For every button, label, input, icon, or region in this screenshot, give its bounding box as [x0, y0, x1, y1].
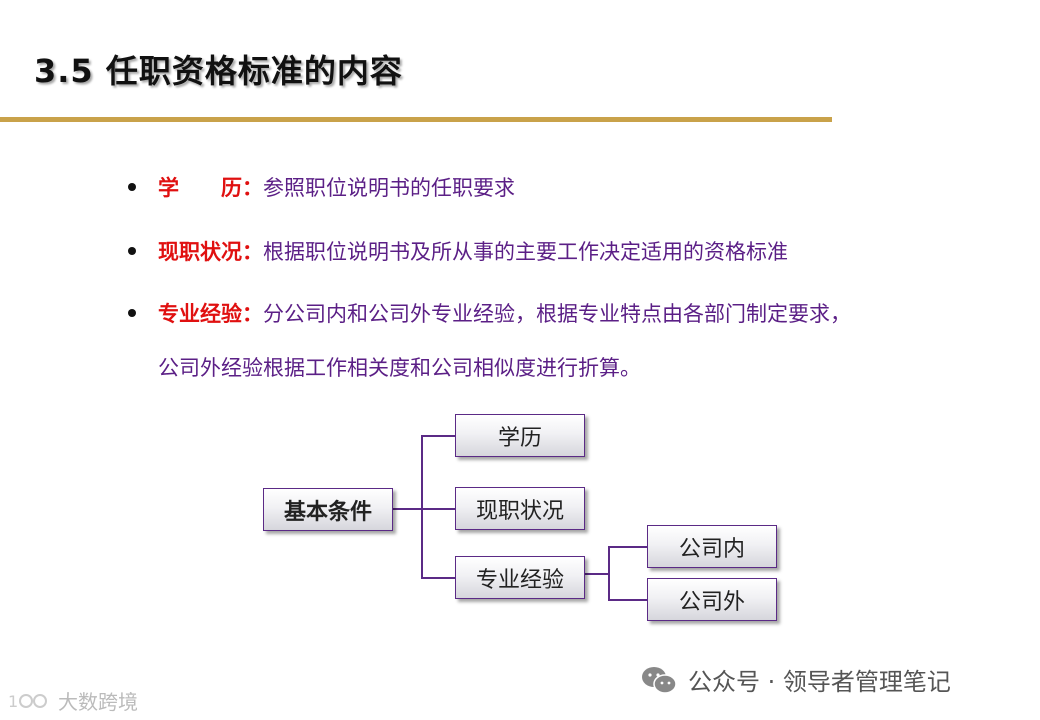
bullet-text: 参照职位说明书的任职要求	[263, 176, 515, 200]
bullet-label: 专业经验：	[158, 302, 263, 326]
bullet-label: 现职状况：	[158, 240, 263, 264]
watermark: 1 大数跨境	[8, 686, 138, 715]
bullet-experience-continuation: 公司外经验根据工作相关度和公司相似度进行折算。	[158, 356, 641, 380]
bullet-content: 学 历：参照职位说明书的任职要求	[158, 172, 515, 202]
connector-trunk	[421, 435, 423, 578]
source-footer: 公众号 · 领导者管理笔记	[640, 662, 951, 697]
connector-education	[421, 435, 455, 437]
bullet-content: 现职状况：根据职位说明书及所从事的主要工作决定适用的资格标准	[158, 236, 788, 266]
watermark-logo-icon: 1	[8, 692, 47, 711]
bullet-content: 专业经验：分公司内和公司外专业经验，根据专业特点由各部门制定要求，	[158, 298, 851, 328]
node-professional-experience: 专业经验	[455, 556, 585, 599]
node-education: 学历	[455, 414, 585, 457]
bullet-dot	[128, 183, 136, 191]
bullet-dot	[128, 309, 136, 317]
node-basic-conditions: 基本条件	[263, 488, 393, 531]
slide-title: 3.5 任职资格标准的内容	[34, 52, 403, 90]
connector-external	[608, 599, 647, 601]
node-current-status: 现职状况	[455, 487, 585, 530]
wechat-icon	[642, 666, 677, 694]
connector-root	[393, 508, 422, 510]
connector-sub-trunk	[608, 546, 610, 600]
watermark-text: 大数跨境	[58, 690, 138, 714]
node-internal-experience: 公司内	[647, 525, 777, 568]
bullet-label: 学 历：	[158, 176, 263, 200]
svg-text:1: 1	[8, 692, 18, 711]
title-divider	[0, 117, 832, 122]
bullet-text: 根据职位说明书及所从事的主要工作决定适用的资格标准	[263, 240, 788, 264]
source-text: 公众号 · 领导者管理笔记	[688, 668, 951, 696]
connector-experience	[421, 577, 455, 579]
bullet-text: 分公司内和公司外专业经验，根据专业特点由各部门制定要求，	[263, 302, 851, 326]
connector-internal	[608, 546, 647, 548]
node-external-experience: 公司外	[647, 578, 777, 621]
bullet-dot	[128, 247, 136, 255]
connector-status	[421, 508, 455, 510]
connector-experience-out	[585, 573, 609, 575]
